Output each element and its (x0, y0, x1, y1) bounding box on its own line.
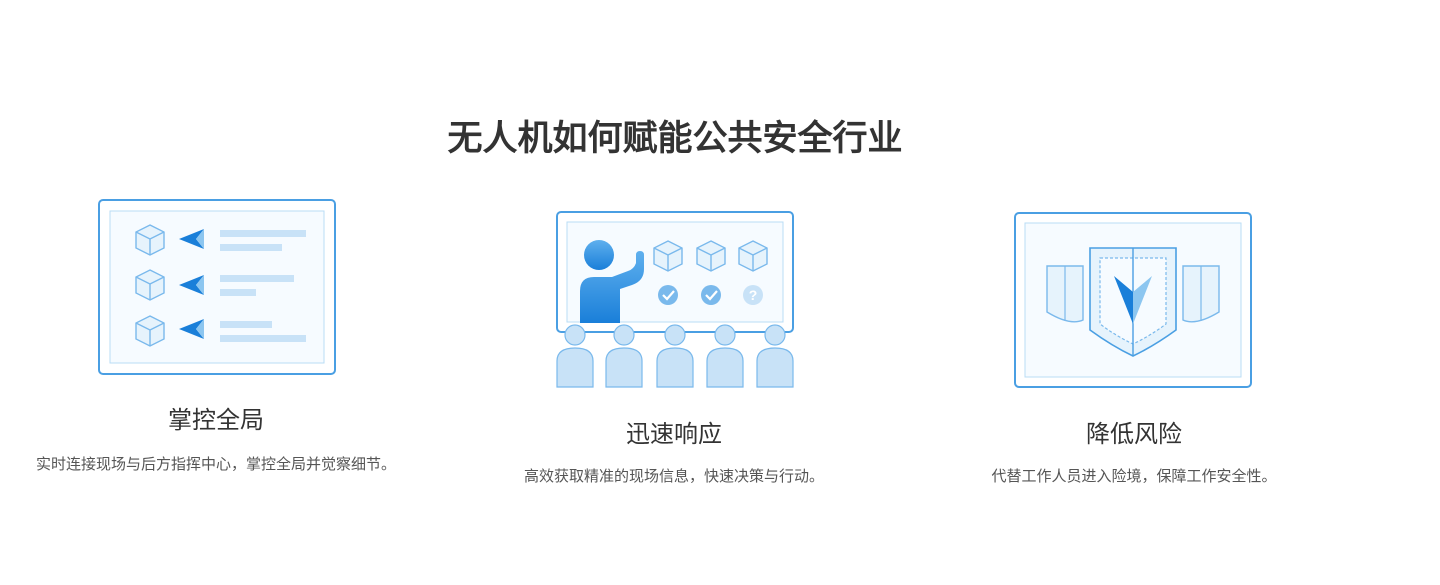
card-title: 迅速响应 (626, 420, 722, 448)
card-description: 实时连接现场与后方指挥中心，掌控全局并觉察细节。 (35, 455, 396, 473)
drone-cube-icon (653, 240, 683, 272)
check-circle-icon (701, 285, 721, 305)
briefing-audience-icon: ? (556, 211, 794, 388)
drone-cube-icon (696, 240, 726, 272)
card-title: 降低风险 (1086, 420, 1182, 448)
drone-cube-icon (135, 269, 165, 301)
section-title: 无人机如何赋能公共安全行业 (447, 119, 903, 160)
card-description: 高效获取精准的现场信息，快速决策与行动。 (523, 467, 824, 485)
feature-card-risk: 降低风险 代替工作人员进入险境，保障工作安全性。 (938, 0, 1330, 585)
drone-cube-icon (738, 240, 768, 272)
card-description: 代替工作人员进入险境，保障工作安全性。 (991, 467, 1277, 485)
shield-icon (1014, 212, 1252, 388)
feature-card-control: 掌控全局 实时连接现场与后方指挥中心，掌控全局并觉察细节。 (20, 0, 412, 585)
audience-group (556, 324, 794, 388)
check-circle-icon (658, 285, 678, 305)
drone-cube-icon (135, 315, 165, 347)
question-circle-icon: ? (743, 285, 763, 305)
monitor-drones-icon (98, 199, 336, 375)
question-mark-glyph: ? (749, 287, 758, 303)
presenter-figure (580, 240, 644, 323)
drone-cube-icon (135, 224, 165, 256)
feature-card-response: ? 迅速响应 高效获取精准 (478, 0, 870, 585)
card-title: 掌控全局 (168, 406, 264, 434)
